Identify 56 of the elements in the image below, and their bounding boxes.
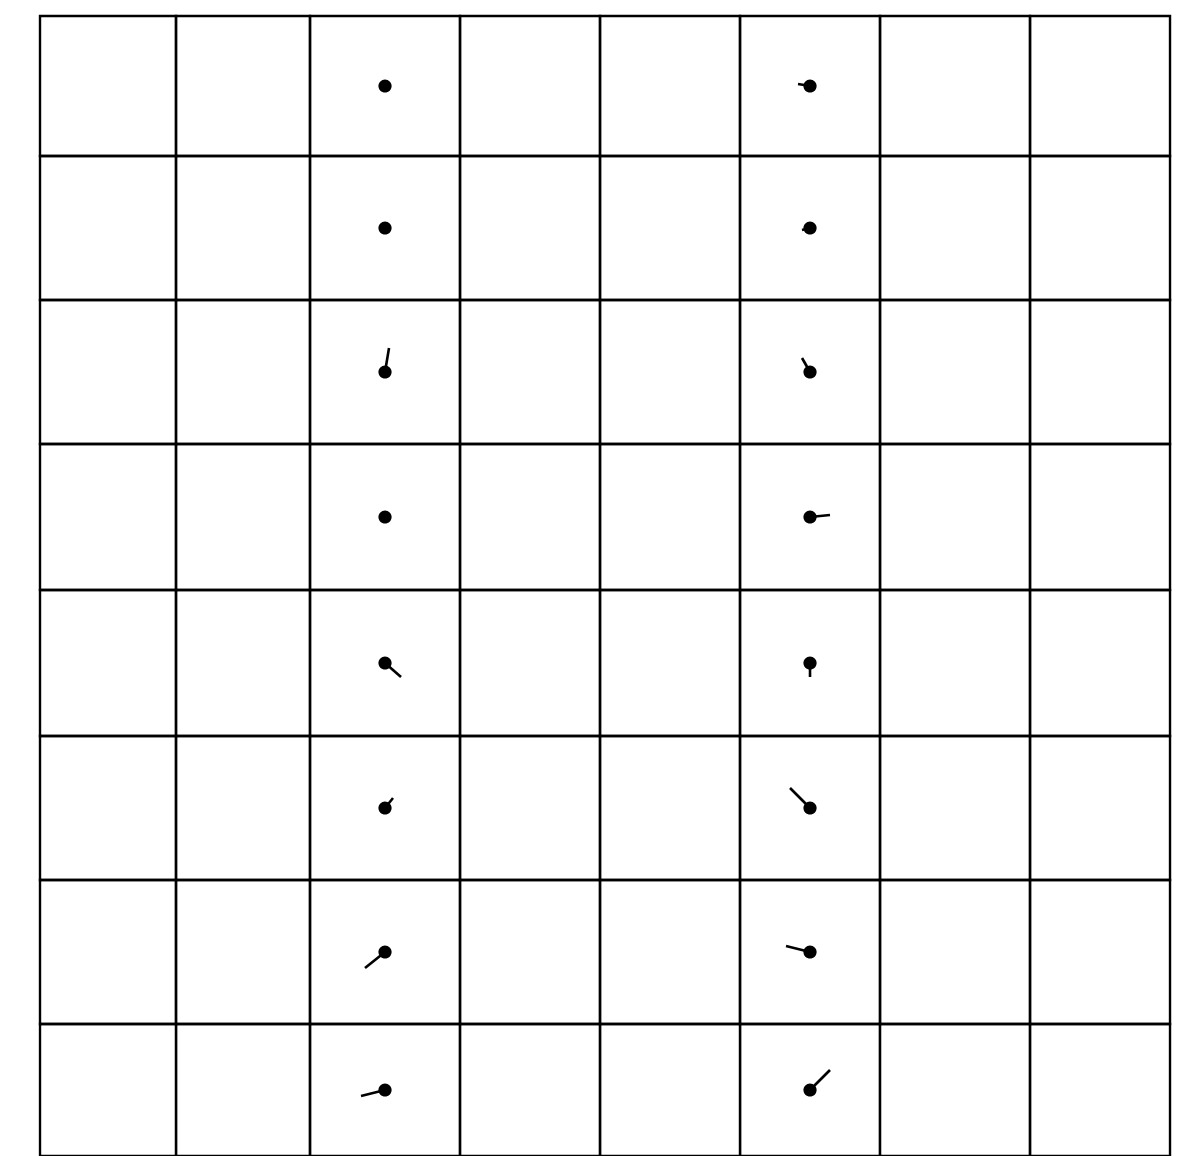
grid-square [878,588,1032,738]
grid-square [38,14,178,158]
grid-square [174,878,312,1026]
grid-square [878,878,1032,1026]
grid-square [174,588,312,738]
grid-square [738,154,882,302]
grid-square [174,298,312,446]
grid-square [598,734,742,882]
grid-square [738,14,882,158]
grid-square [308,442,462,592]
grid-square [598,588,742,738]
grid-square [38,298,178,446]
grid-square [308,298,462,446]
grid-square [174,14,312,158]
grid-square [174,734,312,882]
grid-square [738,298,882,446]
grid-square [1028,14,1172,158]
grid-square [738,442,882,592]
grid-square [1028,154,1172,302]
grid-square [458,154,602,302]
grid-square [1028,588,1172,738]
grid-square [738,878,882,1026]
grid-square [38,878,178,1026]
grid-square [38,442,178,592]
grid-square [878,442,1032,592]
grid-square [38,734,178,882]
grid-square [38,588,178,738]
grid-square [38,154,178,302]
grid-square [598,154,742,302]
grid-square [598,878,742,1026]
grid-square [458,878,602,1026]
grid-square [598,442,742,592]
grid-square [458,734,602,882]
grid-square [308,14,462,158]
grid-square [878,14,1032,158]
grid-square [458,588,602,738]
grid-square [1028,878,1172,1026]
grid-square [458,442,602,592]
grid-square [308,878,462,1026]
grid-square [174,442,312,592]
grid-square [738,734,882,882]
grid-square [458,14,602,158]
grid-square [1028,298,1172,446]
grid-square [598,298,742,446]
grid-square [1028,734,1172,882]
grid-square [738,588,882,738]
grid-square [174,154,312,302]
grid-square [308,154,462,302]
grid-square [878,154,1032,302]
grid-square [878,734,1032,882]
grid-square [878,298,1032,446]
grid-square [308,734,462,882]
grid-square [598,14,742,158]
grid-square [308,588,462,738]
grid-square [458,298,602,446]
grid-square [1028,442,1172,592]
